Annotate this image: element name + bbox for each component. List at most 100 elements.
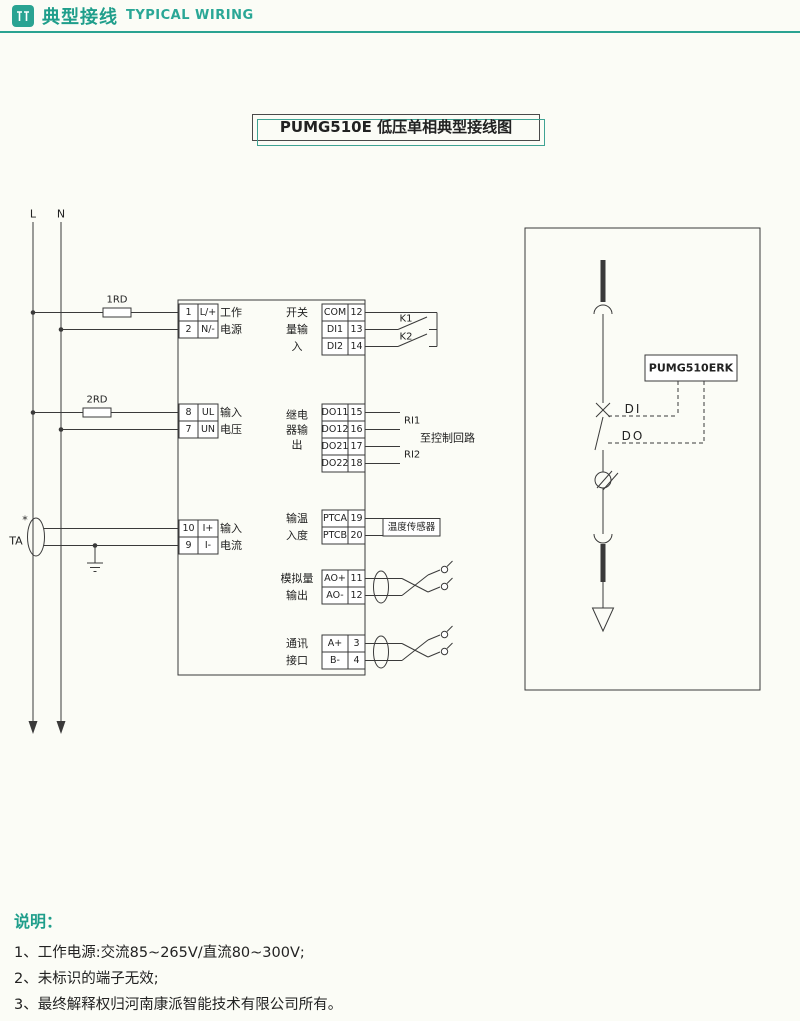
fuse-1rd [102,307,132,318]
terminal-num: 16 [350,424,362,435]
temp-sensor-label: 温度传感器 [388,521,436,533]
wiring-diagram: L N 1RD 2RD * TA [8,208,761,734]
ct-label: TA [8,535,23,548]
terminal-num: 10 [182,523,194,534]
terminal-screw-icon [440,630,449,639]
do-label: DO [622,429,645,443]
terminal-name: PTCA [323,513,348,524]
notes-heading: 说明： [14,912,63,931]
phase-lines: L N [28,208,66,734]
terminal-num: 7 [185,424,191,435]
fuse-2rd [82,407,112,418]
left-group-labels: 工作 电源 输入 电压 输入 电流 [220,306,242,552]
right-terminals: COM 12 DI1 13 DI2 14 DO11 15 DO12 16 DO2… [321,303,366,670]
terminal-name: I- [205,540,211,551]
communication-wiring [365,625,453,669]
group-label: 继电 [286,409,308,422]
terminal-num: 1 [185,307,191,318]
terminal-num: 11 [350,573,362,584]
power-supply-wiring: 1RD 2RD [30,295,179,432]
phase-n-arrow [56,721,66,734]
group-label: 电压 [220,423,242,436]
group-label: 接口 [286,654,308,667]
diagram-title: PUMG510E 低压单相典型接线图 [252,114,545,146]
terminal-name: DO22 [322,458,349,469]
terminal-name: DI1 [327,324,343,335]
load-arrow-icon [591,607,615,633]
one-line-diagram: PUMG510ERK DI DO [524,227,761,691]
terminal-name: AO+ [324,573,346,584]
relay-ri1-label: RI1 [404,416,420,427]
cable-icon [373,635,389,669]
one-line-frame [524,227,761,691]
switch-k1-label: K1 [400,314,413,325]
terminal-screw-icon [440,582,449,591]
group-label: 模拟量 [281,571,314,585]
terminal-num: 19 [350,513,362,524]
brand-icon [12,4,34,27]
note-item: 1、工作电源:交流85~265V/直流80~300V; [14,945,305,961]
terminal-screw-icon [440,565,449,574]
di-label: DI [625,402,642,416]
group-label: 电源 [220,322,242,336]
switch-k2-label: K2 [400,332,413,343]
terminal-name: I+ [203,523,214,534]
note-item: 2、未标识的端子无效; [14,971,159,987]
group-label: 输出 [286,588,308,602]
terminal-num: 12 [350,590,362,601]
terminal-name: A+ [328,638,342,649]
terminal-num: 17 [350,441,362,452]
group-label: 器输 [286,423,308,437]
page-header: 典型接线 TYPICAL WIRING [0,0,800,33]
terminal-num: 2 [185,324,191,335]
group-label: 工作 [220,306,242,319]
analog-output-wiring [365,560,453,604]
device-box [644,354,738,382]
note-item: 3、最终解释权归河南康派智能技术有限公司所有。 [14,997,343,1013]
meter-body [177,299,366,676]
phase-n-label: N [57,208,65,221]
cable-icon [373,570,389,604]
terminal-name: L/+ [200,307,216,318]
group-label: 输入 [220,405,242,419]
temperature-wiring: 温度传感器 [365,518,441,537]
page-title: 典型接线 [42,6,118,28]
group-label: 入度 [286,528,308,542]
terminal-name: DO11 [322,407,349,418]
group-label: 入 [292,340,303,353]
terminal-num: 15 [350,407,362,418]
group-label: 量输 [286,322,308,336]
ct-star-mark: * [22,514,28,527]
terminal-name: AO- [326,590,344,601]
terminal-num: 9 [185,540,191,551]
terminal-num: 3 [353,638,359,649]
terminal-name: PTCB [323,530,347,541]
phase-l-arrow [28,721,38,734]
terminal-num: 18 [350,458,362,469]
group-label: 开关 [286,305,308,319]
left-terminals: 1 L/+ 2 N/- 8 UL 7 UN 10 I+ 9 I- [178,303,219,555]
terminal-num: 14 [350,341,362,352]
group-label: 电流 [220,538,242,552]
current-transformer: * TA [8,514,179,572]
terminal-name: DI2 [327,341,343,352]
terminal-name: COM [324,307,346,318]
terminal-name: N/- [201,324,215,335]
terminal-screw-icon [440,647,449,656]
group-label: 通讯 [286,637,308,650]
terminal-name: DO12 [322,424,349,435]
to-control-circuit-label: 至控制回路 [420,431,475,445]
terminal-num: 20 [350,530,362,541]
terminal-num: 8 [185,407,191,418]
page-subtitle: TYPICAL WIRING [126,8,254,23]
group-label: 出 [292,438,303,452]
digital-input-wiring: K1 K2 [365,312,438,347]
group-label: 输温 [286,511,308,525]
fuse-1rd-label: 1RD [106,295,127,306]
terminal-name: DO21 [322,441,349,452]
drawout-icon [593,304,613,315]
group-label: 输入 [220,521,242,535]
relay-ri2-label: RI2 [404,450,420,461]
relay-output-wiring: RI1 RI2 至控制回路 [365,412,475,464]
device-label: PUMG510ERK [649,362,734,375]
